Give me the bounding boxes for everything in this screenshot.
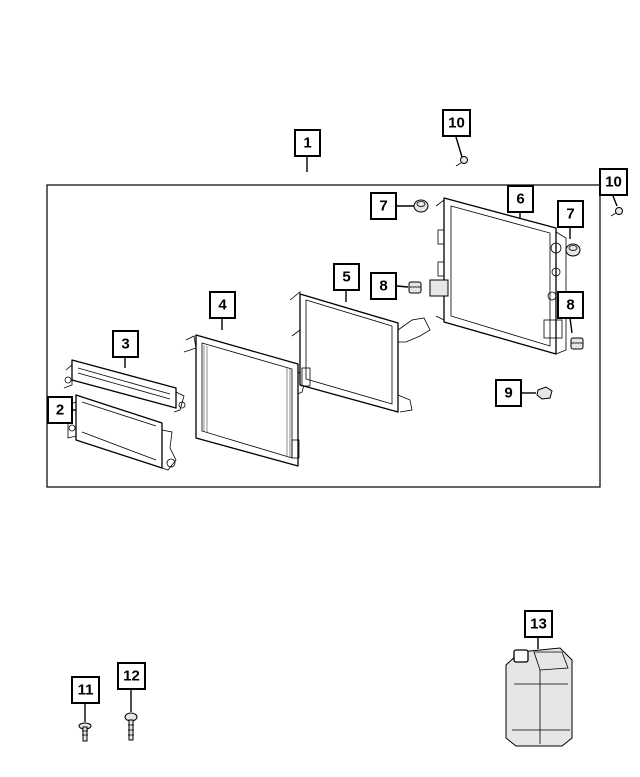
callout-12: 12	[117, 662, 146, 690]
callout-label: 8	[379, 278, 387, 295]
callout-label: 10	[605, 174, 622, 191]
auxiliary-cooler	[63, 359, 186, 413]
callout-label: 8	[566, 297, 574, 314]
screw-right	[610, 207, 623, 217]
callout-13: 13	[524, 610, 553, 638]
callout-label: 11	[78, 682, 94, 699]
callout-11: 11	[71, 676, 100, 704]
callout-5: 5	[333, 263, 360, 291]
callout-label: 1	[303, 135, 311, 152]
callout-label: 4	[218, 297, 227, 314]
assembly-frame	[46, 184, 601, 488]
callout-label: 12	[123, 668, 140, 685]
screw-upper	[455, 156, 468, 167]
callout-4: 4	[209, 291, 236, 319]
callout-10-right: 10	[599, 168, 628, 196]
hardware-parts	[408, 156, 623, 400]
ac-condenser	[183, 334, 307, 467]
callout-label: 5	[342, 269, 350, 286]
coolant-container	[505, 647, 573, 747]
radiator-core	[289, 291, 431, 413]
bolt	[78, 722, 92, 742]
condenser-fins	[203, 345, 291, 457]
callout-9: 9	[495, 379, 522, 407]
upper-isolator-left	[413, 199, 429, 213]
callout-label: 6	[516, 191, 524, 208]
callout-label: 10	[448, 115, 465, 132]
callout-8-left: 8	[370, 272, 397, 300]
lower-isolator-right	[570, 337, 584, 350]
callout-6: 6	[507, 185, 534, 213]
lower-isolator-left	[408, 281, 422, 294]
transmission-cooler	[67, 394, 177, 471]
callout-label: 7	[566, 206, 574, 223]
screw	[124, 712, 138, 741]
callout-label: 9	[504, 385, 512, 402]
callout-7-left: 7	[370, 192, 397, 220]
callout-2: 2	[47, 396, 73, 424]
upper-isolator-right	[565, 243, 581, 257]
nut	[536, 386, 553, 400]
callout-8-right: 8	[557, 291, 584, 319]
callout-label: 13	[530, 616, 547, 633]
callout-label: 2	[56, 402, 64, 419]
callout-10-upper: 10	[442, 109, 471, 137]
callout-7-right: 7	[557, 200, 584, 228]
callout-label: 7	[379, 198, 387, 215]
callout-1: 1	[294, 129, 321, 157]
radiator-assembly	[429, 197, 567, 355]
callout-3: 3	[112, 330, 139, 358]
callout-label: 3	[121, 336, 129, 353]
